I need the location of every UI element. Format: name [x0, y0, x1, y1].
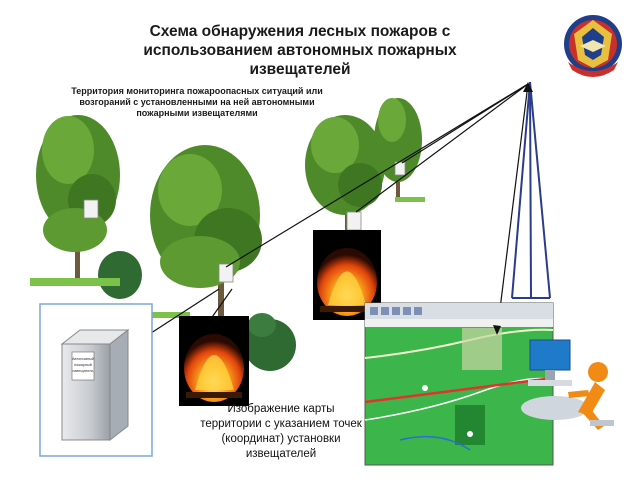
territory-caption: Территория мониторинга пожароопасных сит… — [71, 86, 323, 118]
radio-tower — [511, 81, 551, 299]
emblem-logo — [564, 15, 622, 77]
tree-detectors — [83, 161, 406, 283]
operator-at-computer — [521, 339, 614, 430]
signal-lines — [147, 83, 529, 336]
map-arrow — [493, 325, 501, 335]
detector-closeup: Автономный пожарный извещатель — [39, 303, 153, 457]
map-window — [364, 302, 554, 466]
detector-tree-2 — [218, 263, 234, 283]
detector-plate-label: Автономный — [72, 357, 94, 361]
fire-image-right — [313, 230, 381, 320]
forest-trees — [30, 98, 425, 371]
detector-tree-1 — [83, 199, 99, 219]
detector-tree-3 — [346, 211, 362, 231]
fire-image-left — [179, 316, 249, 406]
tower-arrow — [523, 82, 533, 92]
svg-text:извещатель: извещатель — [73, 369, 94, 373]
svg-text:пожарный: пожарный — [74, 363, 92, 367]
map-caption: Изображение карты территории с указанием… — [200, 403, 362, 460]
diagram-title: Схема обнаружения лесных пожаров с испол… — [143, 23, 457, 78]
